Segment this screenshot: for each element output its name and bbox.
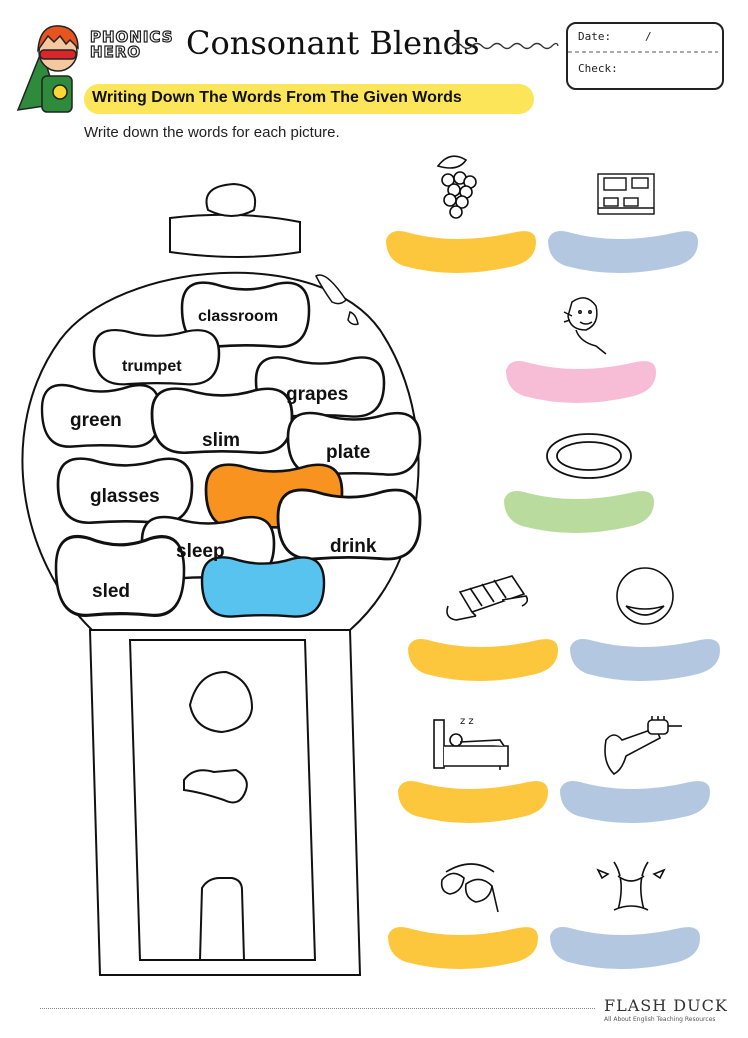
sled-icon (446, 575, 528, 621)
grapes-icon (436, 155, 477, 219)
subtitle-text: Writing Down The Words From The Given Wo… (92, 89, 462, 106)
classroom-icon (597, 173, 655, 215)
footer-divider (40, 1008, 595, 1009)
instruction-text: Write down the words for each picture. (84, 124, 340, 141)
slim-icon (563, 297, 607, 355)
slim-waist-icon (596, 861, 666, 911)
brand-logo: PHONICS HERO (89, 28, 174, 61)
date-separator: / (645, 30, 652, 43)
word-slim: slim (202, 430, 241, 451)
word-plate: plate (326, 442, 371, 463)
footer-tagline: All About English Teaching Resources (604, 1016, 716, 1023)
word-trumpet: trumpet (122, 358, 182, 375)
trumpet-icon (604, 716, 682, 775)
word-grapes: grapes (286, 384, 349, 405)
word-green: green (70, 410, 122, 431)
drink-icon (616, 567, 674, 625)
footer-logo: FLASH DUCK (604, 996, 728, 1015)
date-check-box (566, 22, 724, 90)
word-sled: sled (92, 581, 131, 602)
sleep-icon: z z (433, 716, 509, 770)
word-drink: drink (330, 536, 377, 557)
page-title: Consonant Blends (186, 24, 480, 62)
check-label: Check: (578, 62, 618, 75)
glasses-icon (440, 863, 499, 913)
word-classroom: classroom (198, 308, 279, 325)
plate-icon (546, 433, 632, 479)
word-glasses: glasses (90, 486, 160, 507)
svg-text:z z: z z (460, 716, 474, 727)
word-sleep: sleep (176, 541, 225, 562)
date-label: Date: (578, 30, 612, 43)
subtitle-banner (84, 84, 534, 114)
